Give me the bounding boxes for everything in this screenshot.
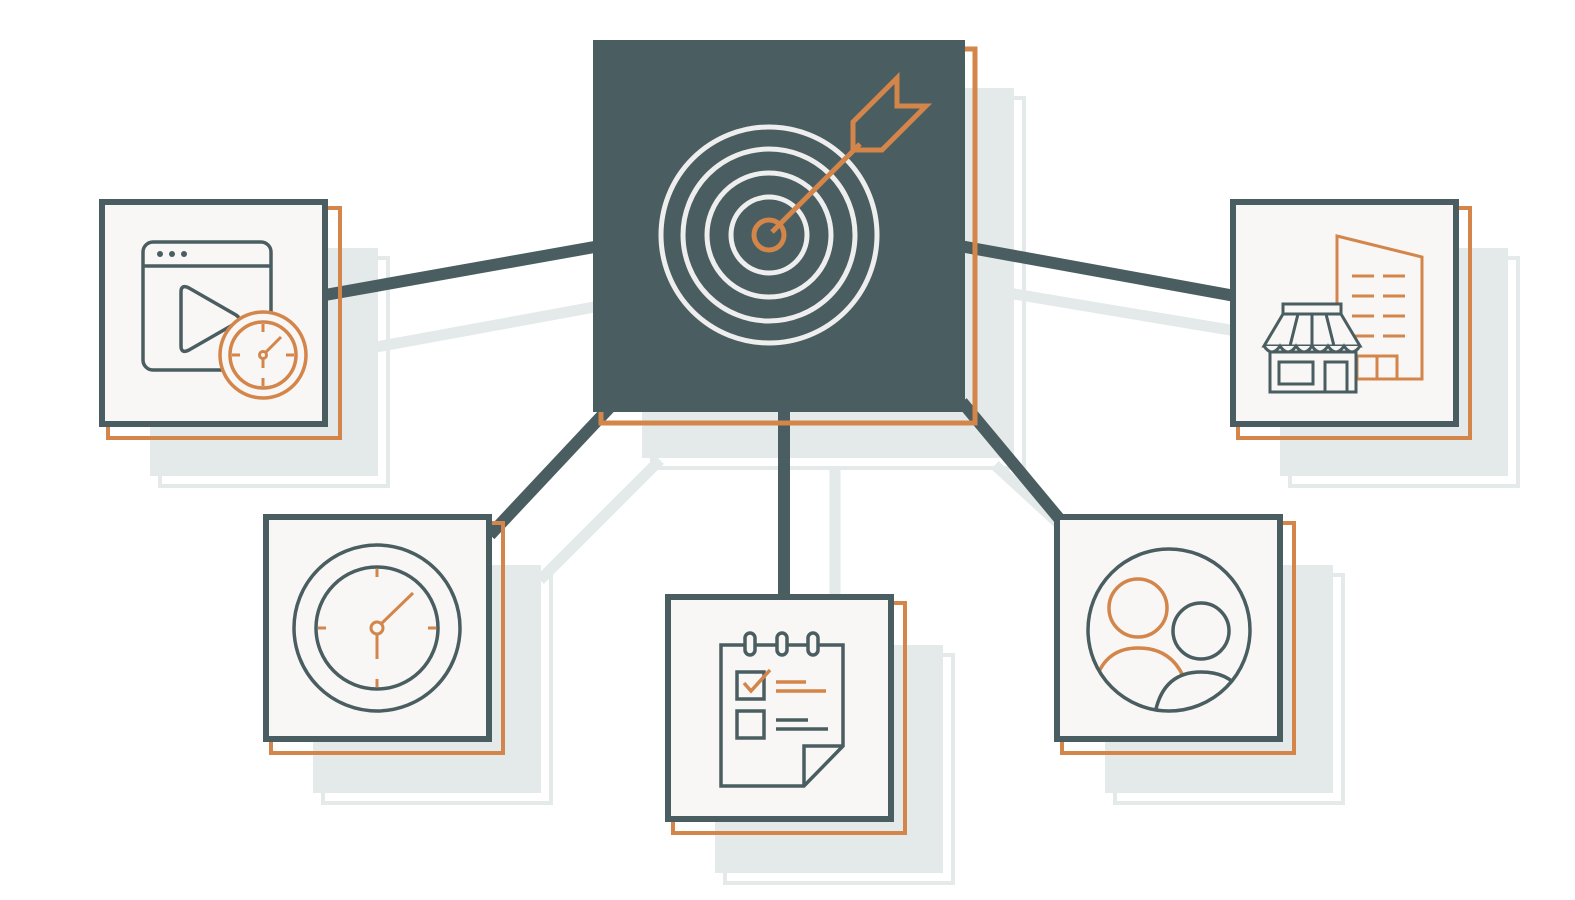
connector-video-time [323,240,602,301]
storefront-node [1230,199,1472,440]
connector-clock [485,400,617,540]
clock-node-card [263,514,492,742]
video-time-node [99,199,342,440]
clock-node [263,514,505,755]
video-player-with-clock-icon [141,240,308,400]
connector-audience [957,398,1067,526]
connectors [323,240,1237,600]
video-time-node-card [99,199,328,427]
target-with-arrow-icon [658,71,933,346]
connector-storefront [958,240,1237,302]
store-and-building-icon [1261,234,1424,394]
people-group-icon [1086,547,1252,713]
checklist-node [665,594,907,835]
audience-node [1054,514,1296,755]
checklist-notepad-icon [719,631,845,788]
hub [593,40,978,426]
clock-icon [292,543,462,713]
